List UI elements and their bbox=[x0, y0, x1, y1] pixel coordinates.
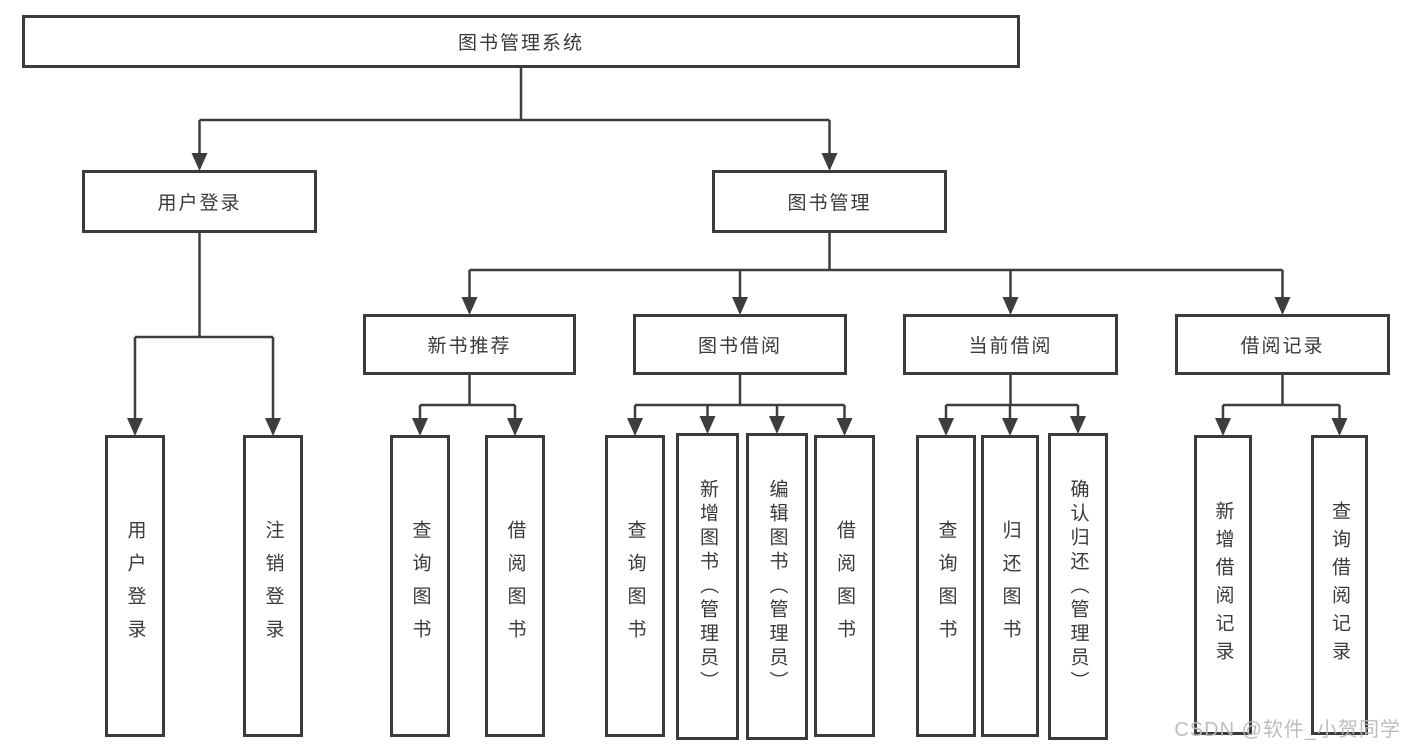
node-label: 归还图书 bbox=[999, 520, 1021, 652]
node-label: 新书推荐 bbox=[427, 336, 512, 357]
node-label: 新增图书（管理员） bbox=[697, 478, 718, 695]
connector-new-book-rec bbox=[412, 375, 523, 436]
node-leaf-bb-borrow: 借阅图书 bbox=[814, 435, 875, 737]
node-book-mgmt: 图书管理 bbox=[712, 170, 947, 233]
connector-root bbox=[191, 68, 838, 171]
node-leaf-user-login: 用户登录 bbox=[105, 435, 165, 737]
node-label: 图书管理 bbox=[787, 193, 872, 214]
node-label: 借阅图书 bbox=[834, 520, 855, 652]
node-leaf-br-query: 查询借阅记录 bbox=[1311, 435, 1368, 735]
node-borrow-records: 借阅记录 bbox=[1175, 314, 1390, 375]
node-label: 查询图书 bbox=[935, 520, 957, 652]
node-label: 图书借阅 bbox=[697, 336, 782, 357]
node-leaf-bb-query: 查询图书 bbox=[605, 435, 665, 737]
node-leaf-bb-add: 新增图书（管理员） bbox=[676, 433, 739, 740]
node-label: 确认归还（管理员） bbox=[1067, 478, 1089, 695]
node-leaf-bb-edit: 编辑图书（管理员） bbox=[746, 433, 808, 740]
node-user-login: 用户登录 bbox=[82, 170, 317, 233]
connector-borrow-records bbox=[1215, 375, 1348, 436]
node-label: 图书管理系统 bbox=[457, 33, 584, 54]
node-label: 当前借阅 bbox=[968, 336, 1053, 357]
node-leaf-br-add: 新增借阅记录 bbox=[1194, 435, 1252, 735]
node-label: 编辑图书（管理员） bbox=[766, 478, 788, 695]
node-leaf-cb-return: 归还图书 bbox=[981, 435, 1039, 737]
node-label: 新增借阅记录 bbox=[1212, 501, 1234, 669]
connector-book-borrow bbox=[627, 375, 853, 436]
node-leaf-cb-confirm: 确认归还（管理员） bbox=[1048, 433, 1108, 740]
node-label: 用户登录 bbox=[157, 193, 242, 214]
node-current-borrow: 当前借阅 bbox=[903, 314, 1118, 375]
connector-book-mgmt bbox=[461, 233, 1291, 315]
connector-user-login bbox=[127, 233, 281, 436]
node-label: 查询图书 bbox=[624, 520, 646, 652]
node-root: 图书管理系统 bbox=[22, 15, 1020, 68]
node-label: 注销登录 bbox=[262, 520, 284, 652]
node-label: 查询借阅记录 bbox=[1329, 501, 1350, 669]
node-label: 用户登录 bbox=[124, 520, 146, 652]
watermark: CSDN @软件_小贺同学 bbox=[1174, 719, 1401, 741]
node-label: 借阅记录 bbox=[1240, 336, 1325, 357]
node-leaf-cb-query: 查询图书 bbox=[916, 435, 976, 737]
connector-current-borrow bbox=[938, 375, 1086, 436]
node-leaf-nbr-query: 查询图书 bbox=[390, 435, 450, 737]
node-leaf-nbr-borrow: 借阅图书 bbox=[485, 435, 545, 737]
node-new-book-rec: 新书推荐 bbox=[363, 314, 576, 375]
node-label: 借阅图书 bbox=[504, 520, 526, 652]
node-label: 查询图书 bbox=[409, 520, 431, 652]
node-book-borrow: 图书借阅 bbox=[633, 314, 847, 375]
node-leaf-logout: 注销登录 bbox=[243, 435, 303, 737]
